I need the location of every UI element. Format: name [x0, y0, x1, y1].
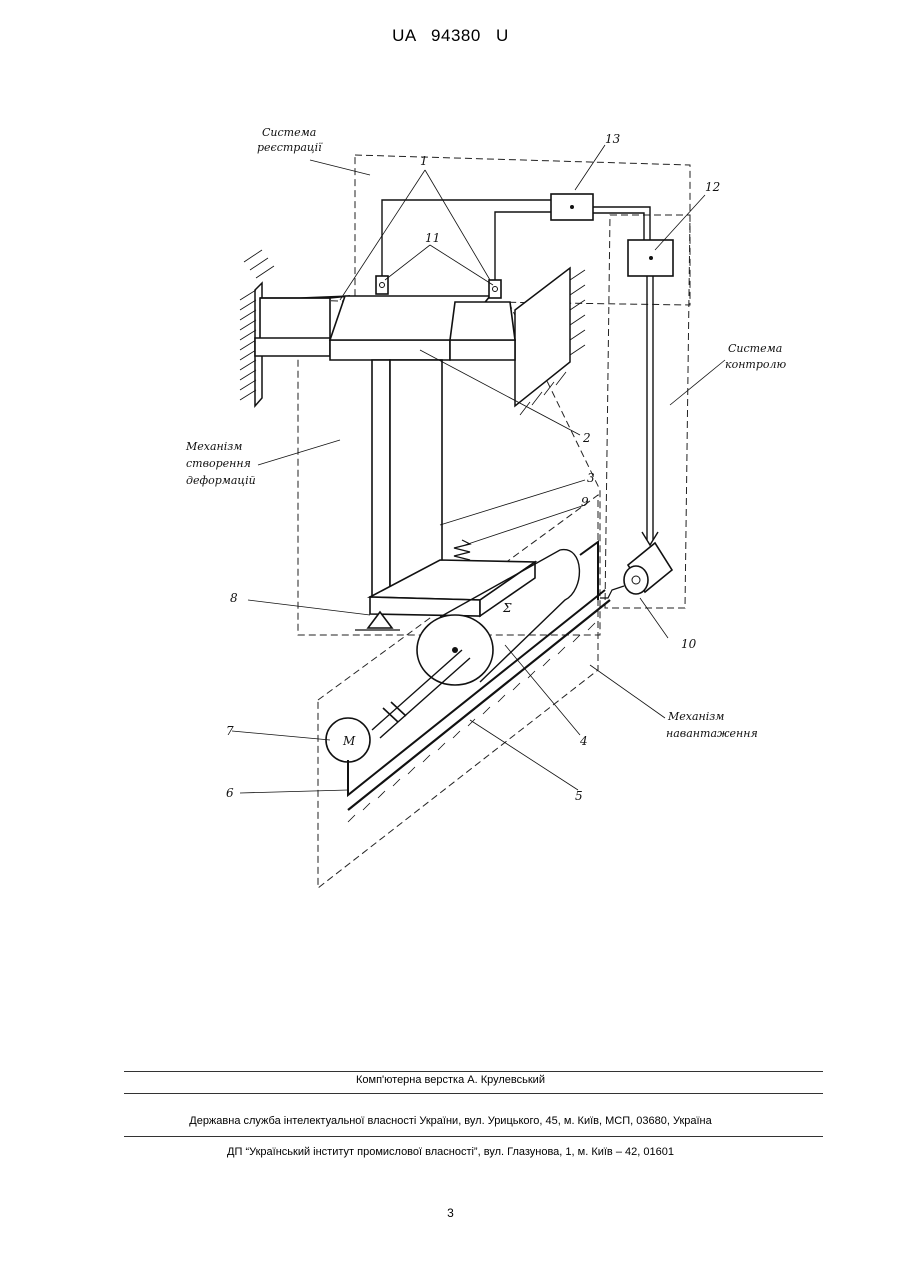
- registration-system-boundary: [355, 155, 690, 305]
- page-number: 3: [0, 1206, 901, 1220]
- motor-symbol: M: [342, 734, 356, 748]
- footer-rule-top: [124, 1071, 823, 1072]
- label-registration-system-line1: Система: [262, 126, 316, 139]
- callout-11: 11: [425, 231, 440, 245]
- institute-address: ДП “Український інститут промислової вла…: [0, 1146, 901, 1158]
- label-loading-line2: навантаження: [666, 727, 758, 740]
- actuator-cylinder: [600, 543, 672, 598]
- label-loading-line1: Механізм: [667, 710, 724, 723]
- callout-5: 5: [575, 789, 583, 803]
- callout-7: 7: [226, 724, 234, 738]
- callout-1: 1: [420, 154, 428, 168]
- callout-2: 2: [582, 431, 591, 445]
- label-registration-system-line2: реєстрації: [257, 141, 323, 154]
- agency-address: Державна служба інтелектуальної власност…: [0, 1115, 901, 1127]
- label-deformation-line2: створення: [186, 457, 251, 470]
- sigma-symbol: Σ: [502, 601, 512, 615]
- strain-sensor-right: [489, 280, 501, 298]
- callout-13: 13: [605, 132, 621, 146]
- callout-10: 10: [681, 637, 697, 651]
- loading-mechanism-boundary: [318, 495, 598, 888]
- label-control-system-line2: контролю: [725, 358, 787, 371]
- callout-6: 6: [226, 786, 234, 800]
- label-deformation-line1: Механізм: [185, 440, 242, 453]
- label-control-system-line1: Система: [728, 342, 782, 355]
- beam-assembly: [255, 296, 515, 360]
- footer-rule-middle: [124, 1093, 823, 1094]
- footer-rule-bottom: [124, 1136, 823, 1137]
- callout-8: 8: [230, 591, 238, 605]
- right-wall: [515, 268, 585, 415]
- callout-4: 4: [579, 734, 588, 748]
- layout-credit: Комп'ютерна верстка А. Крулевський: [0, 1074, 901, 1086]
- label-deformation-line3: деформацій: [186, 474, 256, 487]
- column: [372, 360, 442, 598]
- callout-12: 12: [705, 180, 720, 194]
- callout-9: 9: [581, 495, 589, 509]
- callout-3: 3: [587, 471, 595, 485]
